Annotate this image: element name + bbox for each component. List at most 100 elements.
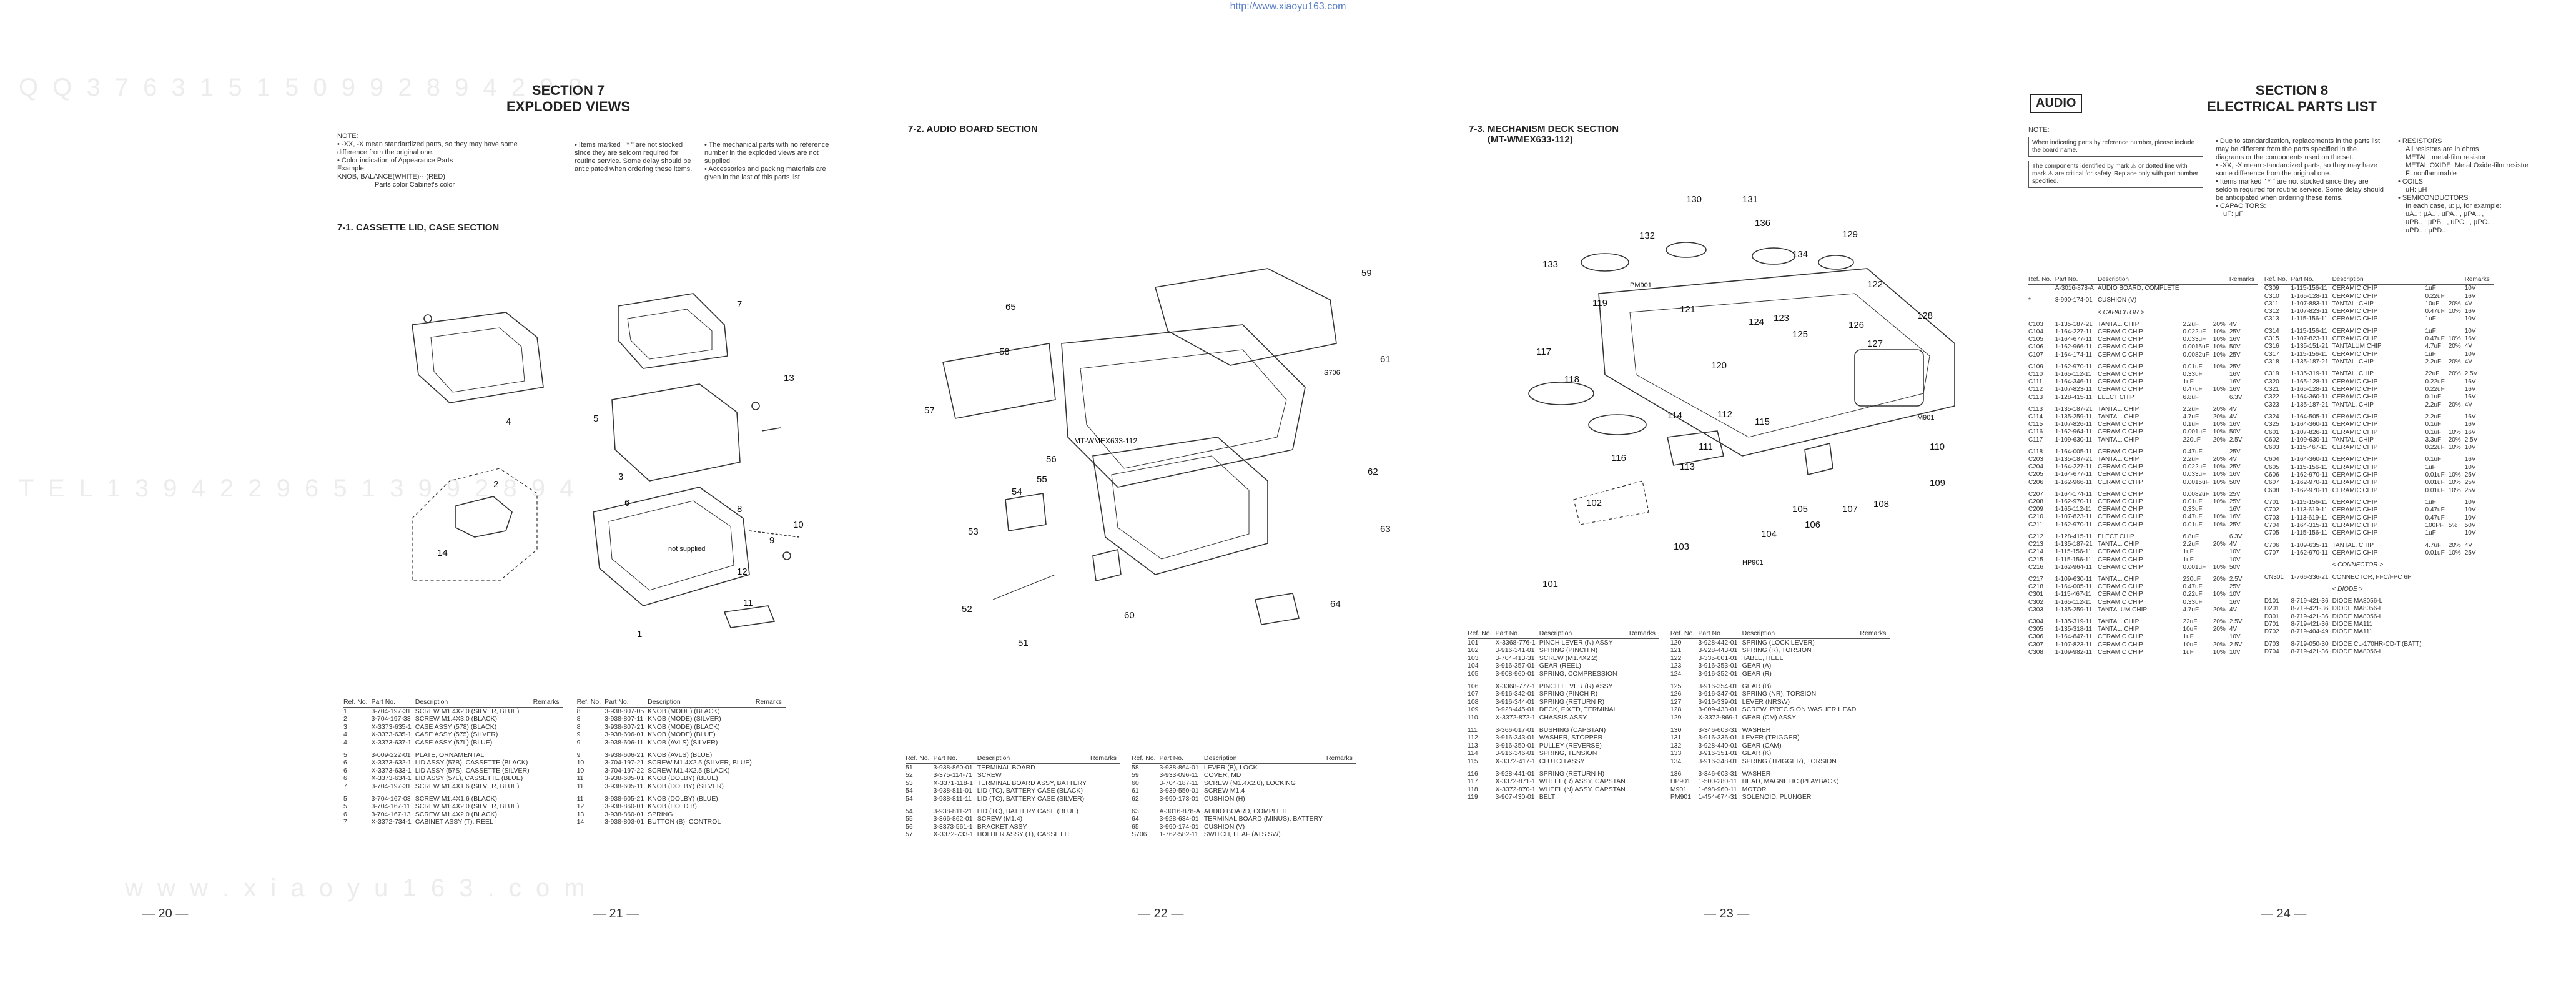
table-cell: 2.5V	[2229, 618, 2243, 625]
table-cell: CERAMIC CHIP	[2097, 328, 2143, 336]
table-cell: 11	[576, 774, 584, 783]
table-cell	[2332, 452, 2425, 456]
table-cell: C601	[2264, 428, 2279, 436]
table-cell: 10%	[2448, 549, 2461, 556]
table-cell: 1-115-156-11	[2291, 315, 2328, 323]
table-cell: CN301	[2264, 573, 2284, 581]
table-cell	[2425, 574, 2449, 581]
note-example: Example:	[337, 165, 366, 172]
table-cell	[2291, 581, 2332, 586]
table-cell: D201	[2264, 605, 2279, 613]
table-cell	[2055, 317, 2098, 321]
table-cell	[1539, 766, 1629, 770]
table-cell: C210	[2028, 513, 2043, 521]
table-cell: 1-766-336-21	[2291, 573, 2329, 581]
callout-label: 117	[1536, 347, 1551, 357]
table-cell: 130	[1670, 726, 1682, 734]
table-cell: 10V	[2464, 315, 2476, 323]
table-cell	[2098, 487, 2183, 491]
callout-label: 129	[1842, 229, 1858, 240]
table-cell: 16V	[2464, 456, 2476, 463]
table-row	[2264, 452, 2494, 456]
table-cell: 8-719-421-36	[2291, 613, 2329, 620]
table-cell: 1-165-112-11	[2055, 371, 2092, 378]
table-cell: 53	[906, 779, 913, 787]
table-cell: CERAMIC CHIP	[2332, 549, 2378, 556]
page-url[interactable]: http://www.xiaoyu163.com	[1230, 1, 1346, 12]
table-cell: 20%	[2213, 413, 2226, 421]
table-cell	[2213, 394, 2229, 402]
table-cell: 1uF	[2425, 350, 2436, 358]
table-cell: 0.1uF	[2183, 421, 2199, 428]
table-cell: C301	[2028, 591, 2043, 598]
table-cell: KNOB (HOLD B)	[648, 803, 697, 811]
table-cell: 3-938-605-21	[605, 794, 644, 803]
table-cell: D704	[2264, 648, 2279, 656]
table-cell	[2213, 292, 2229, 297]
table-cell: SPRING (RETURN N)	[1539, 769, 1605, 778]
section8-notes-right: • RESISTORS All resistors are in ohms ME…	[2398, 137, 2542, 235]
callout-label: 101	[1542, 579, 1558, 590]
table-cell	[2449, 538, 2465, 542]
table-cell	[2449, 328, 2465, 335]
table-cell: 3-928-441-01	[1495, 769, 1535, 778]
table-cell: 109	[1468, 706, 1479, 714]
table-cell: SPRING, TENSION	[1539, 749, 1597, 758]
table-cell: 1-164-677-11	[2055, 471, 2092, 478]
table-cell: 13	[576, 810, 585, 818]
table-cell: 3-928-440-01	[1698, 741, 1738, 749]
table-cell: 12	[576, 803, 585, 811]
section7-heading: SECTION 7 EXPLODED VIEWS	[475, 82, 662, 115]
table-cell	[2425, 641, 2449, 648]
section7-note-left: NOTE: • -XX, -X mean standardized parts,…	[337, 132, 543, 189]
diagram-cassette-lid-case: 4 2 3 6 7 13 5 8 10 9 12 11 14 1 not sup…	[412, 293, 804, 640]
table-cell	[2213, 548, 2229, 556]
table-cell: CERAMIC CHIP	[2097, 548, 2143, 556]
table-cell: 0.47uF	[2183, 513, 2203, 521]
note-semi-each: In each case, u: μ, for example:	[2406, 202, 2502, 210]
table-cell	[2332, 557, 2425, 561]
table-cell	[2449, 530, 2465, 537]
table-cell: 10	[576, 759, 585, 767]
table-cell: 1-135-151-21	[2291, 343, 2329, 350]
table-cell	[2465, 593, 2494, 598]
table-cell: C106	[2028, 343, 2043, 351]
table-cell: TANTAL. CHIP	[2332, 541, 2374, 549]
table-cell	[2055, 571, 2098, 576]
table-cell	[1698, 722, 1742, 726]
table-cell: C308	[2028, 648, 2043, 656]
callout-label: 5	[593, 413, 598, 424]
table-cell: CERAMIC CHIP	[2097, 421, 2143, 428]
table-cell: 10%	[2213, 351, 2226, 358]
table-cell: 2.2uF	[2425, 358, 2442, 366]
table-cell: 5	[343, 803, 347, 811]
table-cell: 1-135-318-11	[2055, 626, 2092, 633]
table-cell: 2.2uF	[2183, 320, 2199, 328]
table-cell	[2098, 359, 2183, 363]
table-cell	[2449, 324, 2465, 328]
table-cell: C314	[2264, 327, 2279, 335]
callout-label: 104	[1761, 529, 1777, 540]
table-cell: 0.0082uF	[2183, 351, 2209, 358]
table-cell	[2098, 529, 2183, 533]
table-cell: 0.22uF	[2425, 292, 2445, 300]
table-cell: 5%	[2448, 521, 2458, 529]
table-cell	[2465, 598, 2494, 605]
table-cell: TERMINAL BOARD (MINUS), BATTERY	[1203, 815, 1323, 823]
table-cell	[1742, 766, 1860, 770]
